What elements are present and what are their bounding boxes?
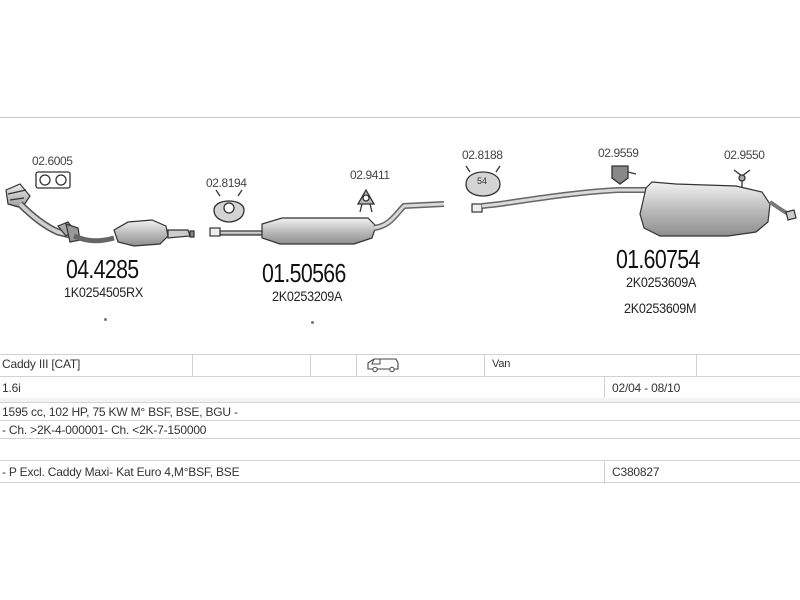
clamp-02-8194-icon bbox=[213, 189, 245, 223]
cell-divider bbox=[484, 355, 485, 377]
table-row: Caddy III [CAT] Van bbox=[0, 354, 800, 377]
top-border bbox=[0, 117, 800, 118]
cell-divider bbox=[192, 355, 193, 377]
model-cell: Caddy III [CAT] bbox=[2, 357, 81, 371]
part-number: 01.60754 bbox=[616, 244, 700, 274]
gasket-02-8188-icon bbox=[465, 165, 501, 197]
clamp-code: 02.6005 bbox=[32, 154, 73, 168]
rear-muffler-icon bbox=[471, 181, 797, 237]
van-icon bbox=[364, 357, 400, 379]
exhaust-diagram: 02.6005 02.8194 02.9411 02.8188 02.9559 … bbox=[0, 118, 800, 354]
hanger-02-9550-icon bbox=[733, 169, 751, 188]
cell-divider bbox=[696, 355, 697, 377]
hanger-02-9411-icon bbox=[356, 188, 376, 213]
diagram-drawing bbox=[5, 165, 797, 247]
row-gap bbox=[0, 398, 800, 402]
table-row: 1.6i 02/04 - 08/10 bbox=[0, 376, 800, 399]
cell-divider bbox=[604, 461, 605, 483]
catalytic-converter-icon bbox=[5, 183, 195, 247]
cell-divider bbox=[356, 355, 357, 377]
mount-02-9559-icon bbox=[611, 165, 637, 185]
oem-ref: 2K0253609M bbox=[624, 300, 697, 316]
oem-ref: 1K0254505RX bbox=[64, 284, 144, 300]
clamp-code: 02.9411 bbox=[350, 168, 390, 182]
oem-ref: 2K0253209A bbox=[272, 288, 343, 304]
cell-divider bbox=[604, 377, 605, 399]
chassis-cell: - Ch. >2K-4-000001- Ch. <2K-7-150000 bbox=[2, 423, 207, 437]
marker-dot bbox=[311, 321, 314, 324]
part-number: 01.50566 bbox=[262, 258, 346, 288]
notes-cell: - P Excl. Caddy Maxi- Kat Euro 4,M°BSF, … bbox=[2, 465, 240, 479]
body-type-cell: Van bbox=[492, 358, 511, 370]
table-row: 1595 cc, 102 HP, 75 KW M° BSF, BSE, BGU … bbox=[0, 402, 800, 421]
table-bottom-border bbox=[0, 482, 800, 483]
marker-dot bbox=[104, 318, 107, 321]
part-number: 04.4285 bbox=[66, 254, 139, 284]
middle-muffler-icon bbox=[209, 201, 445, 245]
years-cell: 02/04 - 08/10 bbox=[612, 381, 681, 395]
table-row: - Ch. >2K-4-000001- Ch. <2K-7-150000 bbox=[0, 420, 800, 439]
specs-cell: 1595 cc, 102 HP, 75 KW M° BSF, BSE, BGU … bbox=[2, 405, 238, 419]
gasket-size-label: 54 bbox=[477, 176, 488, 186]
clamp-code: 02.8188 bbox=[462, 148, 503, 162]
catalog-number-cell: C380827 bbox=[612, 465, 660, 479]
engine-cell: 1.6i bbox=[2, 381, 21, 395]
clamp-code: 02.8194 bbox=[206, 176, 247, 190]
clamp-code: 02.9550 bbox=[724, 148, 765, 162]
oem-ref: 2K0253609A bbox=[626, 274, 697, 290]
table-row bbox=[0, 438, 800, 461]
cell-divider bbox=[310, 355, 311, 377]
clamp-02-6005-icon bbox=[35, 171, 71, 189]
clamp-code: 02.9559 bbox=[598, 146, 639, 160]
table-row: - P Excl. Caddy Maxi- Kat Euro 4,M°BSF, … bbox=[0, 460, 800, 483]
